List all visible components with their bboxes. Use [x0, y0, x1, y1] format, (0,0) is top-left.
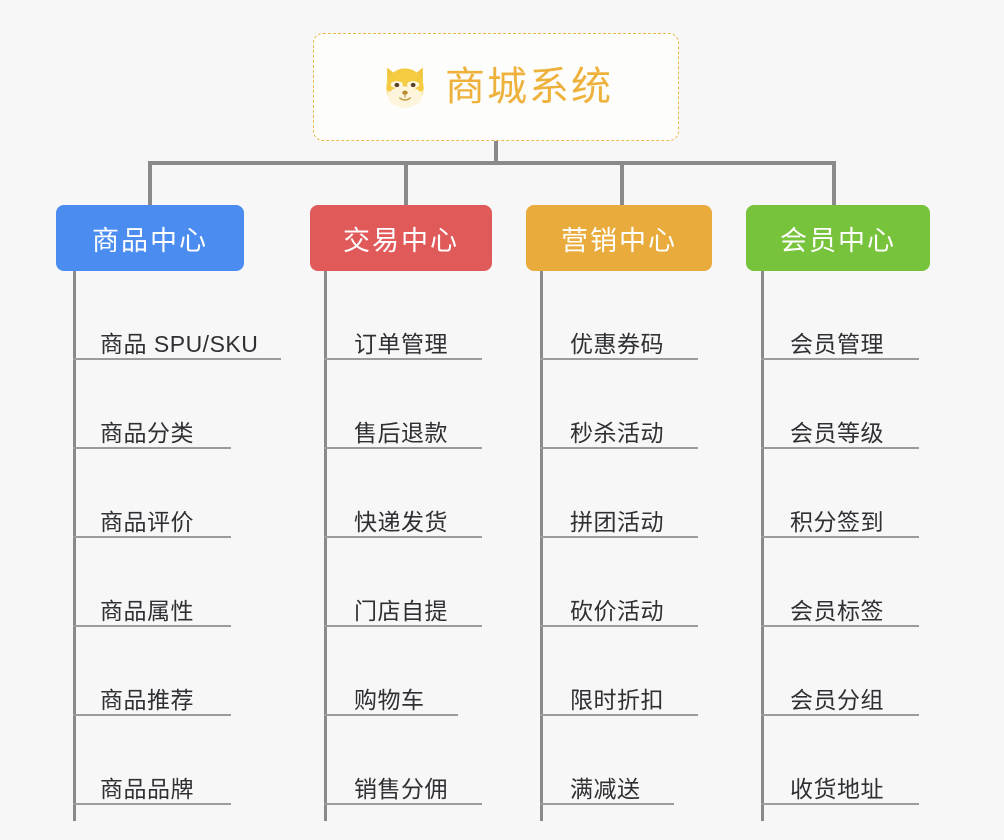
root-title: 商城系统 — [445, 65, 613, 109]
branch-column-4: 会员中心 会员管理 会员等级 积分签到 会员标签 会员分组 — [746, 205, 930, 821]
leaf-label: 商品品牌 — [100, 775, 194, 802]
leaf-rule — [73, 447, 231, 449]
leaf-rule — [73, 536, 231, 538]
leaf-rule — [540, 447, 698, 449]
leaf-label: 会员等级 — [790, 419, 884, 446]
list-item[interactable]: 商品属性 — [56, 538, 258, 627]
list-item[interactable]: 门店自提 — [310, 538, 482, 627]
connector-horizontal-bus — [148, 161, 836, 165]
leaf-rule — [761, 536, 919, 538]
list-item[interactable]: 砍价活动 — [526, 538, 698, 627]
leaf-label: 商品推荐 — [100, 686, 194, 713]
leaf-label: 会员管理 — [790, 330, 884, 357]
leaf-rule — [761, 803, 919, 805]
leaf-label: 商品 SPU/SKU — [100, 330, 259, 357]
leaf-label: 会员分组 — [790, 686, 884, 713]
branch-trunk-4 — [761, 271, 764, 821]
list-item[interactable]: 商品分类 — [56, 360, 258, 449]
leaf-rule — [324, 447, 482, 449]
list-item[interactable]: 售后退款 — [310, 360, 482, 449]
leaf-rule — [761, 625, 919, 627]
list-item[interactable]: 商品品牌 — [56, 716, 258, 805]
leaf-rule — [324, 625, 482, 627]
leaf-label: 订单管理 — [354, 330, 448, 357]
leaf-label: 销售分佣 — [354, 775, 448, 802]
root-node[interactable]: 商城系统 — [313, 33, 679, 141]
branch-column-2: 交易中心 订单管理 售后退款 快递发货 门店自提 购物车 — [310, 205, 492, 821]
leaf-rule — [73, 358, 281, 360]
leaf-label: 商品属性 — [100, 597, 194, 624]
list-item[interactable]: 积分签到 — [746, 449, 919, 538]
branch-head-2[interactable]: 交易中心 — [310, 205, 492, 271]
list-item[interactable]: 收货地址 — [746, 716, 919, 805]
branch-head-3[interactable]: 营销中心 — [526, 205, 712, 271]
leaf-rule — [540, 803, 674, 805]
list-item[interactable]: 购物车 — [310, 627, 458, 716]
connector-root-stem — [494, 141, 498, 162]
leaf-rule — [73, 714, 231, 716]
branch-trunk-1 — [73, 271, 76, 821]
list-item[interactable]: 会员标签 — [746, 538, 919, 627]
leaf-label: 收货地址 — [790, 775, 884, 802]
connector-drop-3 — [620, 161, 624, 205]
list-item[interactable]: 销售分佣 — [310, 716, 482, 805]
list-item[interactable]: 会员等级 — [746, 360, 919, 449]
leaf-label: 限时折扣 — [570, 686, 664, 713]
leaf-rule — [540, 536, 698, 538]
branch-column-1: 商品中心 商品 SPU/SKU 商品分类 商品评价 商品属性 商品推荐 — [56, 205, 281, 821]
leaf-rule — [324, 803, 482, 805]
branch-head-1[interactable]: 商品中心 — [56, 205, 244, 271]
leaf-label: 商品评价 — [100, 508, 194, 535]
leaf-rule — [540, 358, 698, 360]
leaf-label: 满减送 — [570, 775, 641, 802]
leaf-label: 会员标签 — [790, 597, 884, 624]
list-item[interactable]: 订单管理 — [310, 271, 482, 360]
list-item[interactable]: 限时折扣 — [526, 627, 698, 716]
leaf-rule — [761, 714, 919, 716]
list-item[interactable]: 商品 SPU/SKU — [56, 271, 281, 360]
leaf-list-1: 商品 SPU/SKU 商品分类 商品评价 商品属性 商品推荐 商品品牌 — [56, 271, 281, 805]
list-item[interactable]: 快递发货 — [310, 449, 482, 538]
leaf-rule — [761, 358, 919, 360]
leaf-rule — [73, 625, 231, 627]
connector-drop-4 — [832, 161, 836, 205]
leaf-rule — [324, 358, 482, 360]
list-item[interactable]: 秒杀活动 — [526, 360, 698, 449]
list-item[interactable]: 商品推荐 — [56, 627, 258, 716]
leaf-rule — [540, 625, 698, 627]
leaf-rule — [73, 803, 231, 805]
list-item[interactable]: 会员管理 — [746, 271, 919, 360]
leaf-label: 快递发货 — [354, 508, 448, 535]
leaf-list-3: 优惠券码 秒杀活动 拼团活动 砍价活动 限时折扣 满减送 — [526, 271, 698, 805]
connector-drop-1 — [148, 161, 152, 205]
leaf-label: 积分签到 — [790, 508, 884, 535]
list-item[interactable]: 拼团活动 — [526, 449, 698, 538]
leaf-label: 购物车 — [354, 686, 425, 713]
leaf-rule — [540, 714, 698, 716]
list-item[interactable]: 优惠券码 — [526, 271, 698, 360]
branch-trunk-2 — [324, 271, 327, 821]
branch-trunk-3 — [540, 271, 543, 821]
leaf-label: 砍价活动 — [570, 597, 664, 624]
leaf-list-4: 会员管理 会员等级 积分签到 会员标签 会员分组 收货地址 — [746, 271, 919, 805]
leaf-label: 拼团活动 — [570, 508, 664, 535]
list-item[interactable]: 商品评价 — [56, 449, 258, 538]
leaf-list-2: 订单管理 售后退款 快递发货 门店自提 购物车 销售分佣 — [310, 271, 482, 805]
leaf-rule — [324, 536, 482, 538]
connector-drop-2 — [404, 161, 408, 205]
leaf-label: 售后退款 — [354, 419, 448, 446]
leaf-label: 门店自提 — [354, 597, 448, 624]
shiba-dog-emoji — [386, 67, 424, 108]
list-item[interactable]: 满减送 — [526, 716, 674, 805]
leaf-label: 优惠券码 — [570, 330, 664, 357]
leaf-label: 秒杀活动 — [570, 419, 664, 446]
leaf-label: 商品分类 — [100, 419, 194, 446]
branch-column-3: 营销中心 优惠券码 秒杀活动 拼团活动 砍价活动 限时折扣 — [526, 205, 712, 821]
leaf-rule — [324, 714, 458, 716]
list-item[interactable]: 会员分组 — [746, 627, 919, 716]
branch-head-4[interactable]: 会员中心 — [746, 205, 930, 271]
leaf-rule — [761, 447, 919, 449]
